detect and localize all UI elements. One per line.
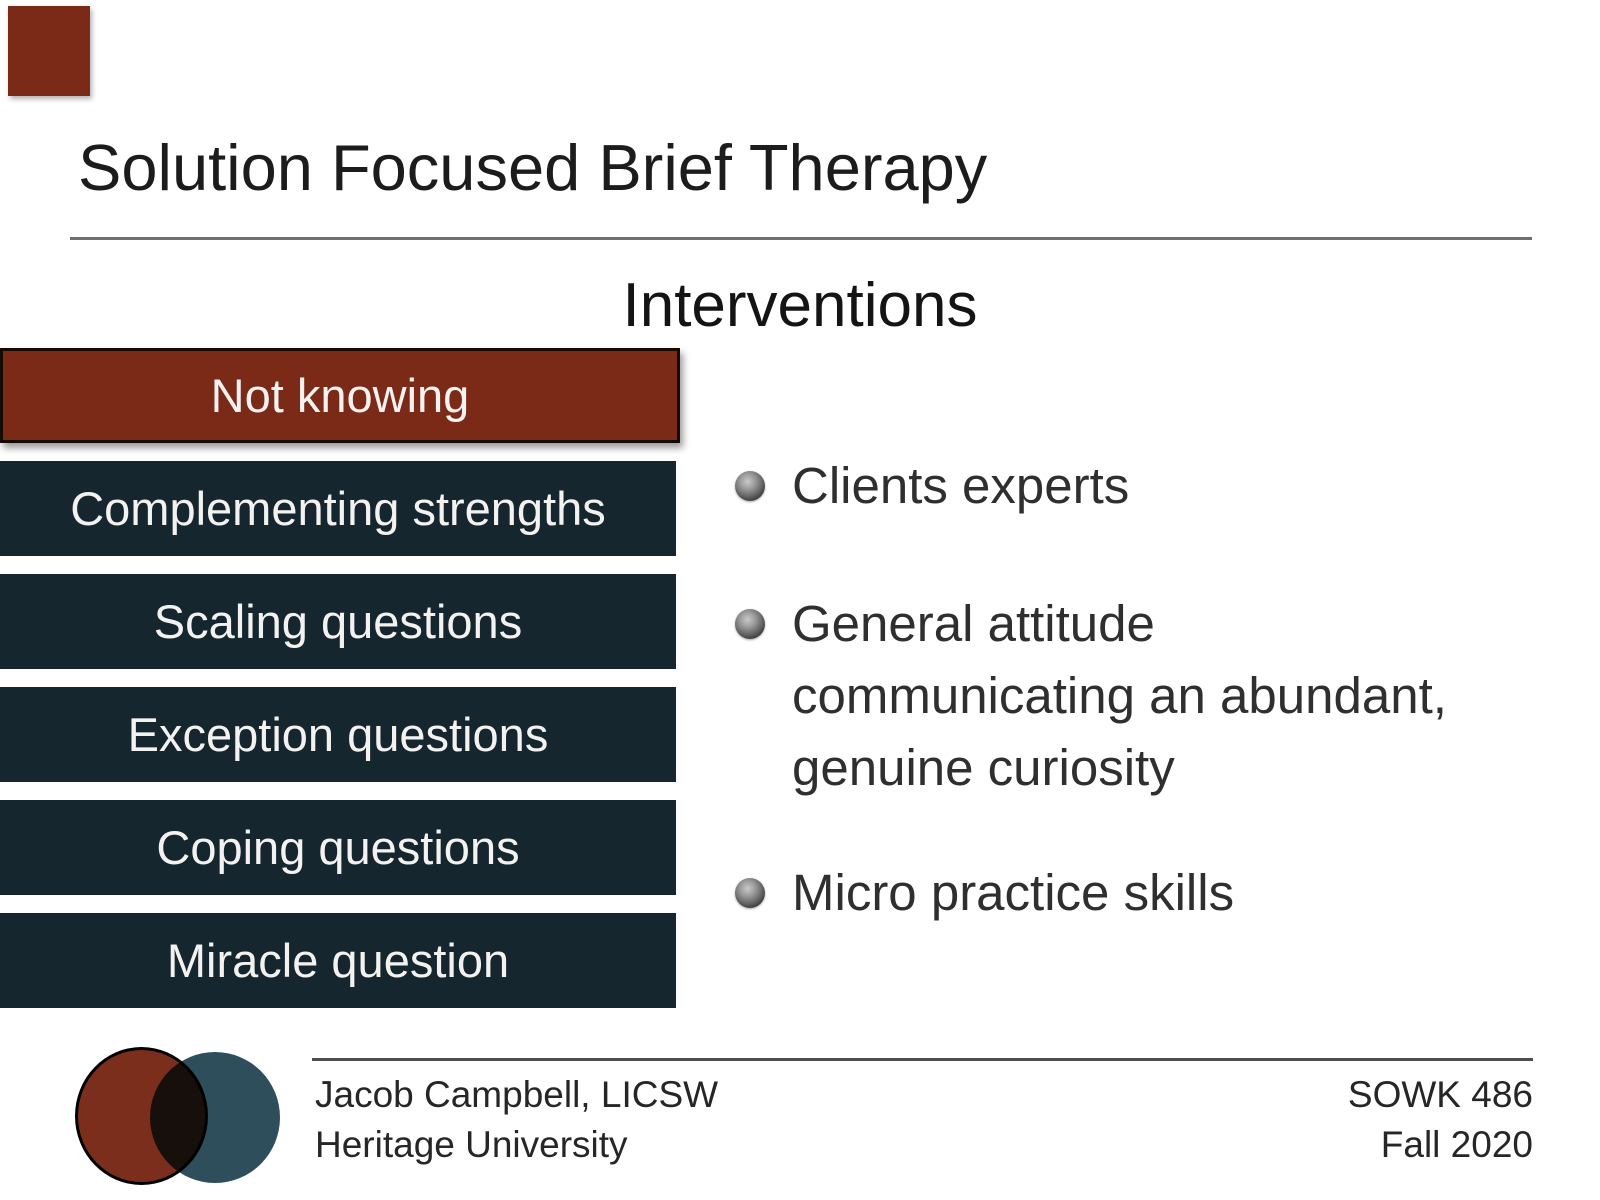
box-label: Exception questions <box>127 708 549 761</box>
logo <box>70 1042 290 1192</box>
box-label: Miracle question <box>166 934 510 987</box>
intervention-box-coping-questions: Coping questions <box>0 800 676 895</box>
bullet-text: General attitude communicating an abunda… <box>792 595 1447 796</box>
box-label: Coping questions <box>156 821 520 874</box>
logo-right-circle-icon <box>150 1052 280 1183</box>
box-label: Complementing strengths <box>70 482 606 535</box>
footer-author-block: Jacob Campbell, LICSW Heritage Universit… <box>315 1070 718 1170</box>
box-label: Not knowing <box>210 369 470 422</box>
intervention-box-scaling-questions: Scaling questions <box>0 574 676 669</box>
intervention-box-miracle-question: Miracle question <box>0 913 676 1008</box>
bullet-item: Clients experts <box>735 450 1545 522</box>
footer-term: Fall 2020 <box>1380 1124 1533 1165</box>
box-label: Scaling questions <box>153 595 523 648</box>
sphere-bullet-icon <box>735 878 765 908</box>
corner-accent-block <box>8 6 90 96</box>
footer-course: SOWK 486 <box>1347 1074 1533 1115</box>
bullet-text: Clients experts <box>792 457 1130 514</box>
intervention-box-exception-questions: Exception questions <box>0 687 676 782</box>
sphere-bullet-icon <box>735 471 765 501</box>
section-heading: Interventions <box>622 271 978 340</box>
footer-institution: Heritage University <box>315 1124 628 1165</box>
sphere-bullet-icon <box>735 609 765 639</box>
bullet-text: Micro practice skills <box>792 864 1235 921</box>
page-title: Solution Focused Brief Therapy <box>78 131 988 204</box>
bullet-item: General attitude communicating an abunda… <box>735 588 1545 804</box>
intervention-box-not-knowing: Not knowing <box>0 348 680 443</box>
title-divider <box>70 237 1532 240</box>
footer-author: Jacob Campbell, LICSW <box>315 1074 719 1115</box>
footer-divider <box>312 1058 1533 1061</box>
intervention-box-complementing-strengths: Complementing strengths <box>0 461 676 556</box>
footer-course-block: SOWK 486 Fall 2020 <box>1348 1070 1533 1170</box>
bullet-item: Micro practice skills <box>735 857 1545 929</box>
